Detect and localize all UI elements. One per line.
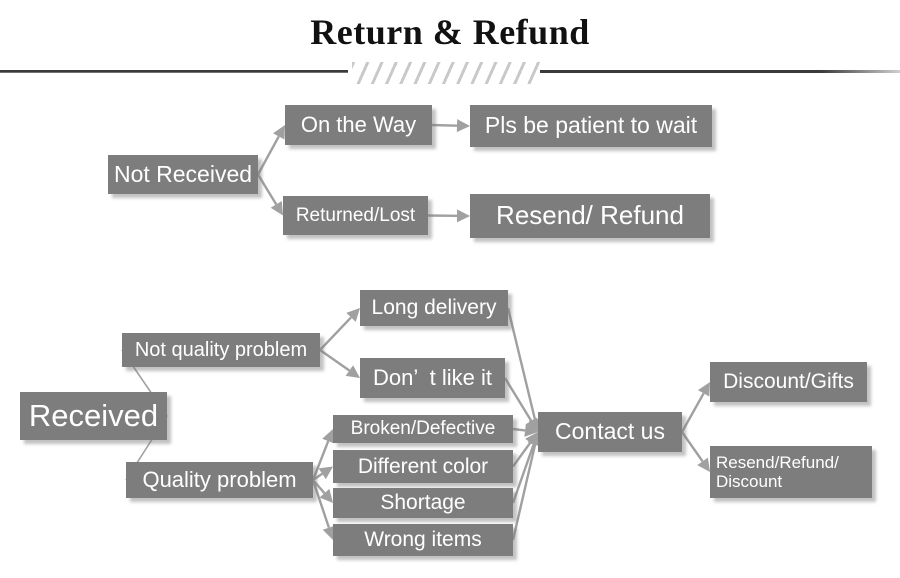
flow-edge-not-received-to-on-the-way — [256, 125, 285, 176]
flow-node-label: Discount/Gifts — [723, 370, 854, 394]
flow-edge-contact-us-to-resend-refund-discount — [681, 431, 710, 472]
flow-node-not-quality: Not quality problem — [122, 333, 320, 367]
flow-edge-contact-us-to-discount-gifts — [680, 382, 710, 433]
flow-edge-shortage-to-contact-us — [511, 432, 540, 504]
flow-node-label: Pls be patient to wait — [484, 112, 698, 139]
flow-edge-quality-to-shortage — [312, 479, 333, 503]
flow-node-label: Received — [28, 397, 159, 433]
flow-node-label: Different color — [357, 454, 489, 478]
flow-node-label: Broken/Defective — [350, 418, 496, 440]
flow-node-wrong-items: Wrong items — [333, 524, 513, 556]
flow-node-quality: Quality problem — [126, 462, 313, 498]
flow-node-dont-like-it: Don’ t like it — [360, 358, 505, 398]
flow-node-label: Not quality problem — [134, 338, 308, 361]
flow-edge-quality-to-broken-defective — [311, 429, 335, 481]
flow-node-label: Wrong items — [364, 528, 482, 552]
hatched-divider-icon — [352, 62, 540, 84]
flow-node-discount-gifts: Discount/Gifts — [710, 362, 867, 402]
flow-edge-returned-lost-to-resend-refund — [427, 209, 470, 223]
flow-node-shortage: Shortage — [333, 488, 513, 518]
flow-node-label: Quality problem — [142, 466, 297, 492]
title-divider — [0, 62, 900, 84]
flow-node-label: Contact us — [555, 418, 665, 445]
flow-edge-not-quality-to-dont-like-it — [319, 349, 360, 378]
flow-node-resend-refund: Resend/ Refund — [470, 194, 710, 238]
flow-node-label: Resend/Refund/ Discount — [716, 452, 839, 491]
flow-node-on-the-way: On the Way — [285, 105, 432, 145]
flow-edge-on-the-way-to-pls-be-patient — [431, 119, 470, 133]
flow-node-different-color: Different color — [333, 450, 513, 483]
page-title: Return & Refund — [310, 12, 590, 52]
flow-edge-quality-to-different-color — [312, 466, 333, 481]
flow-edge-not-received-to-returned-lost — [256, 173, 283, 216]
flow-node-pls-be-patient: Pls be patient to wait — [470, 105, 712, 147]
flow-node-received: Received — [20, 392, 167, 440]
divider-rule-left — [0, 70, 348, 73]
flow-edge-quality-to-wrong-items — [311, 479, 336, 540]
flow-node-label: Not Received — [113, 160, 253, 187]
flow-node-label: Don’ t like it — [372, 364, 492, 390]
flow-node-label: Returned/Lost — [295, 204, 416, 226]
flow-node-resend-refund-discount: Resend/Refund/ Discount — [710, 446, 872, 498]
flow-node-not-received: Not Received — [108, 155, 258, 194]
flow-node-label: Resend/ Refund — [496, 200, 684, 231]
flow-edge-broken-defective-to-contact-us — [512, 423, 538, 437]
flow-node-contact-us: Contact us — [538, 412, 682, 452]
flow-node-label: Long delivery — [371, 296, 497, 320]
flow-node-label: Shortage — [380, 491, 466, 515]
divider-rule-right — [540, 70, 900, 73]
flow-node-long-delivery: Long delivery — [360, 290, 508, 326]
flow-node-broken-defective: Broken/Defective — [333, 415, 513, 443]
flow-edge-not-quality-to-long-delivery — [319, 308, 360, 351]
flow-node-label: On the Way — [300, 111, 417, 137]
flow-edge-different-color-to-contact-us — [512, 432, 538, 468]
flow-edge-long-delivery-to-contact-us — [506, 307, 542, 432]
flow-node-returned-lost: Returned/Lost — [283, 196, 428, 235]
